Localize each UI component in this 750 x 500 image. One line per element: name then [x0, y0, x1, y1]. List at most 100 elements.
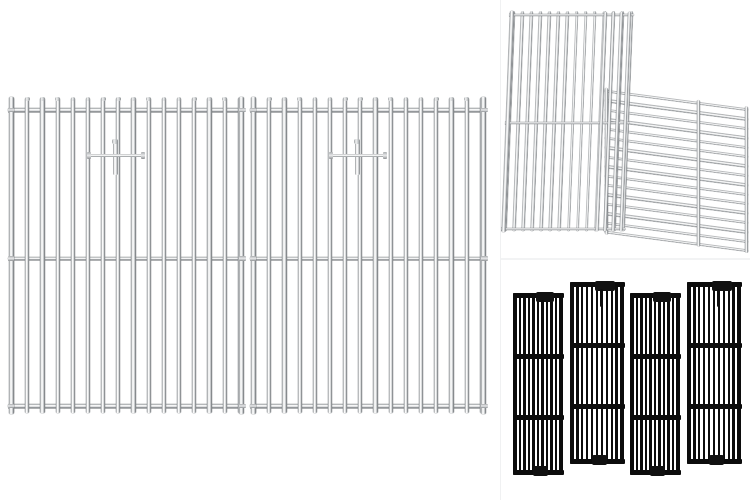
stainless-rod — [85, 98, 91, 413]
stainless-cross-bar — [8, 257, 244, 261]
cast-iron-rod — [727, 282, 731, 464]
cast-iron-cross-bar — [629, 353, 681, 360]
stainless-cross-bar — [250, 257, 486, 261]
rail-end-tab — [7, 256, 14, 261]
stainless-rod — [449, 98, 454, 413]
stainless-rod — [343, 98, 348, 413]
stainless-rod — [70, 98, 75, 413]
stainless-rod-cap — [146, 97, 152, 101]
cast-iron-rod — [532, 293, 535, 475]
perspective-grate-pair[interactable] — [501, 0, 750, 258]
stainless-rod — [40, 98, 45, 413]
cast-iron-rod — [595, 282, 599, 464]
rail-end-tab — [249, 256, 256, 261]
cast-iron-handle-plate[interactable] — [653, 292, 672, 302]
rail-end-tab — [249, 403, 256, 409]
cast-iron-rod — [580, 282, 584, 464]
cast-iron-rod — [541, 293, 544, 475]
stainless-rod-cap — [161, 97, 167, 101]
cast-iron-handle-plate[interactable] — [594, 281, 615, 291]
stainless-cross-bar — [250, 404, 486, 408]
stainless-side-rail — [239, 97, 245, 414]
cast-iron-foot-plate — [708, 455, 725, 465]
stainless-rod — [282, 98, 287, 413]
grate-lift-handle[interactable] — [86, 139, 146, 175]
stainless-rod — [327, 98, 333, 413]
cast-iron-rod — [692, 282, 696, 464]
cast-iron-cross-bar — [569, 342, 625, 349]
cast-iron-grate-2[interactable] — [569, 281, 625, 465]
handle-cross-bar — [89, 154, 144, 158]
cast-iron-rod — [640, 293, 643, 475]
stainless-rod-cap — [342, 97, 348, 101]
rail-end-tab — [481, 107, 488, 113]
cast-iron-rod — [697, 282, 701, 464]
stainless-rod — [177, 98, 182, 413]
stainless-rod — [312, 98, 317, 413]
handle-cross-bar — [331, 154, 386, 158]
cast-iron-cross-bar — [569, 403, 625, 409]
stainless-rod-cap — [282, 97, 287, 101]
stainless-grate-left[interactable] — [0, 0, 500, 500]
stainless-side-rail — [8, 97, 15, 414]
cross-bar-shadow — [250, 407, 486, 409]
cast-iron-rod — [635, 293, 639, 475]
stainless-rod — [388, 98, 393, 413]
cast-iron-rod — [667, 293, 670, 475]
cast-iron-rod — [658, 293, 661, 475]
cast-iron-rod — [732, 282, 736, 464]
cast-iron-view — [501, 260, 750, 500]
cast-iron-rod — [649, 293, 652, 475]
cast-iron-cross-bar — [629, 414, 681, 420]
cast-iron-rod — [717, 282, 721, 464]
cross-bar-shadow — [8, 407, 244, 409]
stainless-rod-cap — [192, 97, 197, 101]
stainless-rod-cap — [388, 97, 394, 101]
cast-iron-rod — [712, 282, 716, 464]
cast-iron-grate-3[interactable] — [629, 292, 681, 476]
cast-iron-rod — [536, 293, 540, 475]
cast-iron-grate-set[interactable] — [501, 260, 750, 500]
perspective-view — [501, 0, 750, 258]
cast-iron-cross-bar — [512, 414, 564, 420]
stainless-rod — [464, 98, 469, 413]
stainless-rod-cap — [449, 97, 454, 101]
cast-iron-rod — [590, 282, 594, 464]
cast-iron-side-rail — [629, 293, 633, 475]
stainless-grate-right[interactable] — [0, 0, 500, 500]
cast-iron-handle-slot — [540, 300, 544, 318]
rail-end-tab — [239, 107, 246, 113]
cast-iron-handle-plate[interactable] — [711, 281, 732, 291]
cast-iron-cross-bar — [686, 403, 742, 409]
stainless-grate-right[interactable] — [249, 97, 488, 414]
cast-iron-side-rail — [738, 282, 742, 464]
cast-iron-handle-slot — [599, 289, 604, 307]
stainless-rod-cap — [40, 97, 45, 101]
cast-iron-rod — [585, 282, 589, 464]
grate-lift-handle[interactable] — [328, 139, 388, 175]
perspective-h-rail — [697, 100, 700, 247]
stainless-rod-cap — [418, 97, 424, 101]
stainless-rod-cap — [176, 97, 182, 101]
cross-bar-shadow — [8, 260, 244, 262]
cast-iron-grate-4[interactable] — [686, 281, 742, 465]
cast-iron-handle-plate[interactable] — [536, 292, 555, 302]
cross-bar-shadow — [250, 111, 486, 113]
cast-iron-rod — [653, 293, 657, 475]
cast-iron-rod — [610, 282, 614, 464]
handle-knob — [354, 139, 361, 144]
cast-iron-grate-1[interactable] — [512, 292, 564, 476]
cast-iron-rod — [605, 282, 609, 464]
stainless-rod-cap — [266, 97, 272, 101]
stainless-rod-cap — [85, 97, 91, 101]
cast-iron-rod — [600, 282, 604, 464]
cast-iron-cross-bar — [512, 353, 564, 360]
cast-iron-rod — [527, 293, 531, 475]
handle-end-left — [329, 152, 334, 160]
cast-iron-foot-plate — [533, 466, 548, 476]
rail-end-tab — [481, 403, 488, 409]
stainless-rod — [434, 98, 439, 413]
cast-iron-rod — [722, 282, 726, 464]
stainless-grate-left[interactable] — [7, 97, 246, 414]
